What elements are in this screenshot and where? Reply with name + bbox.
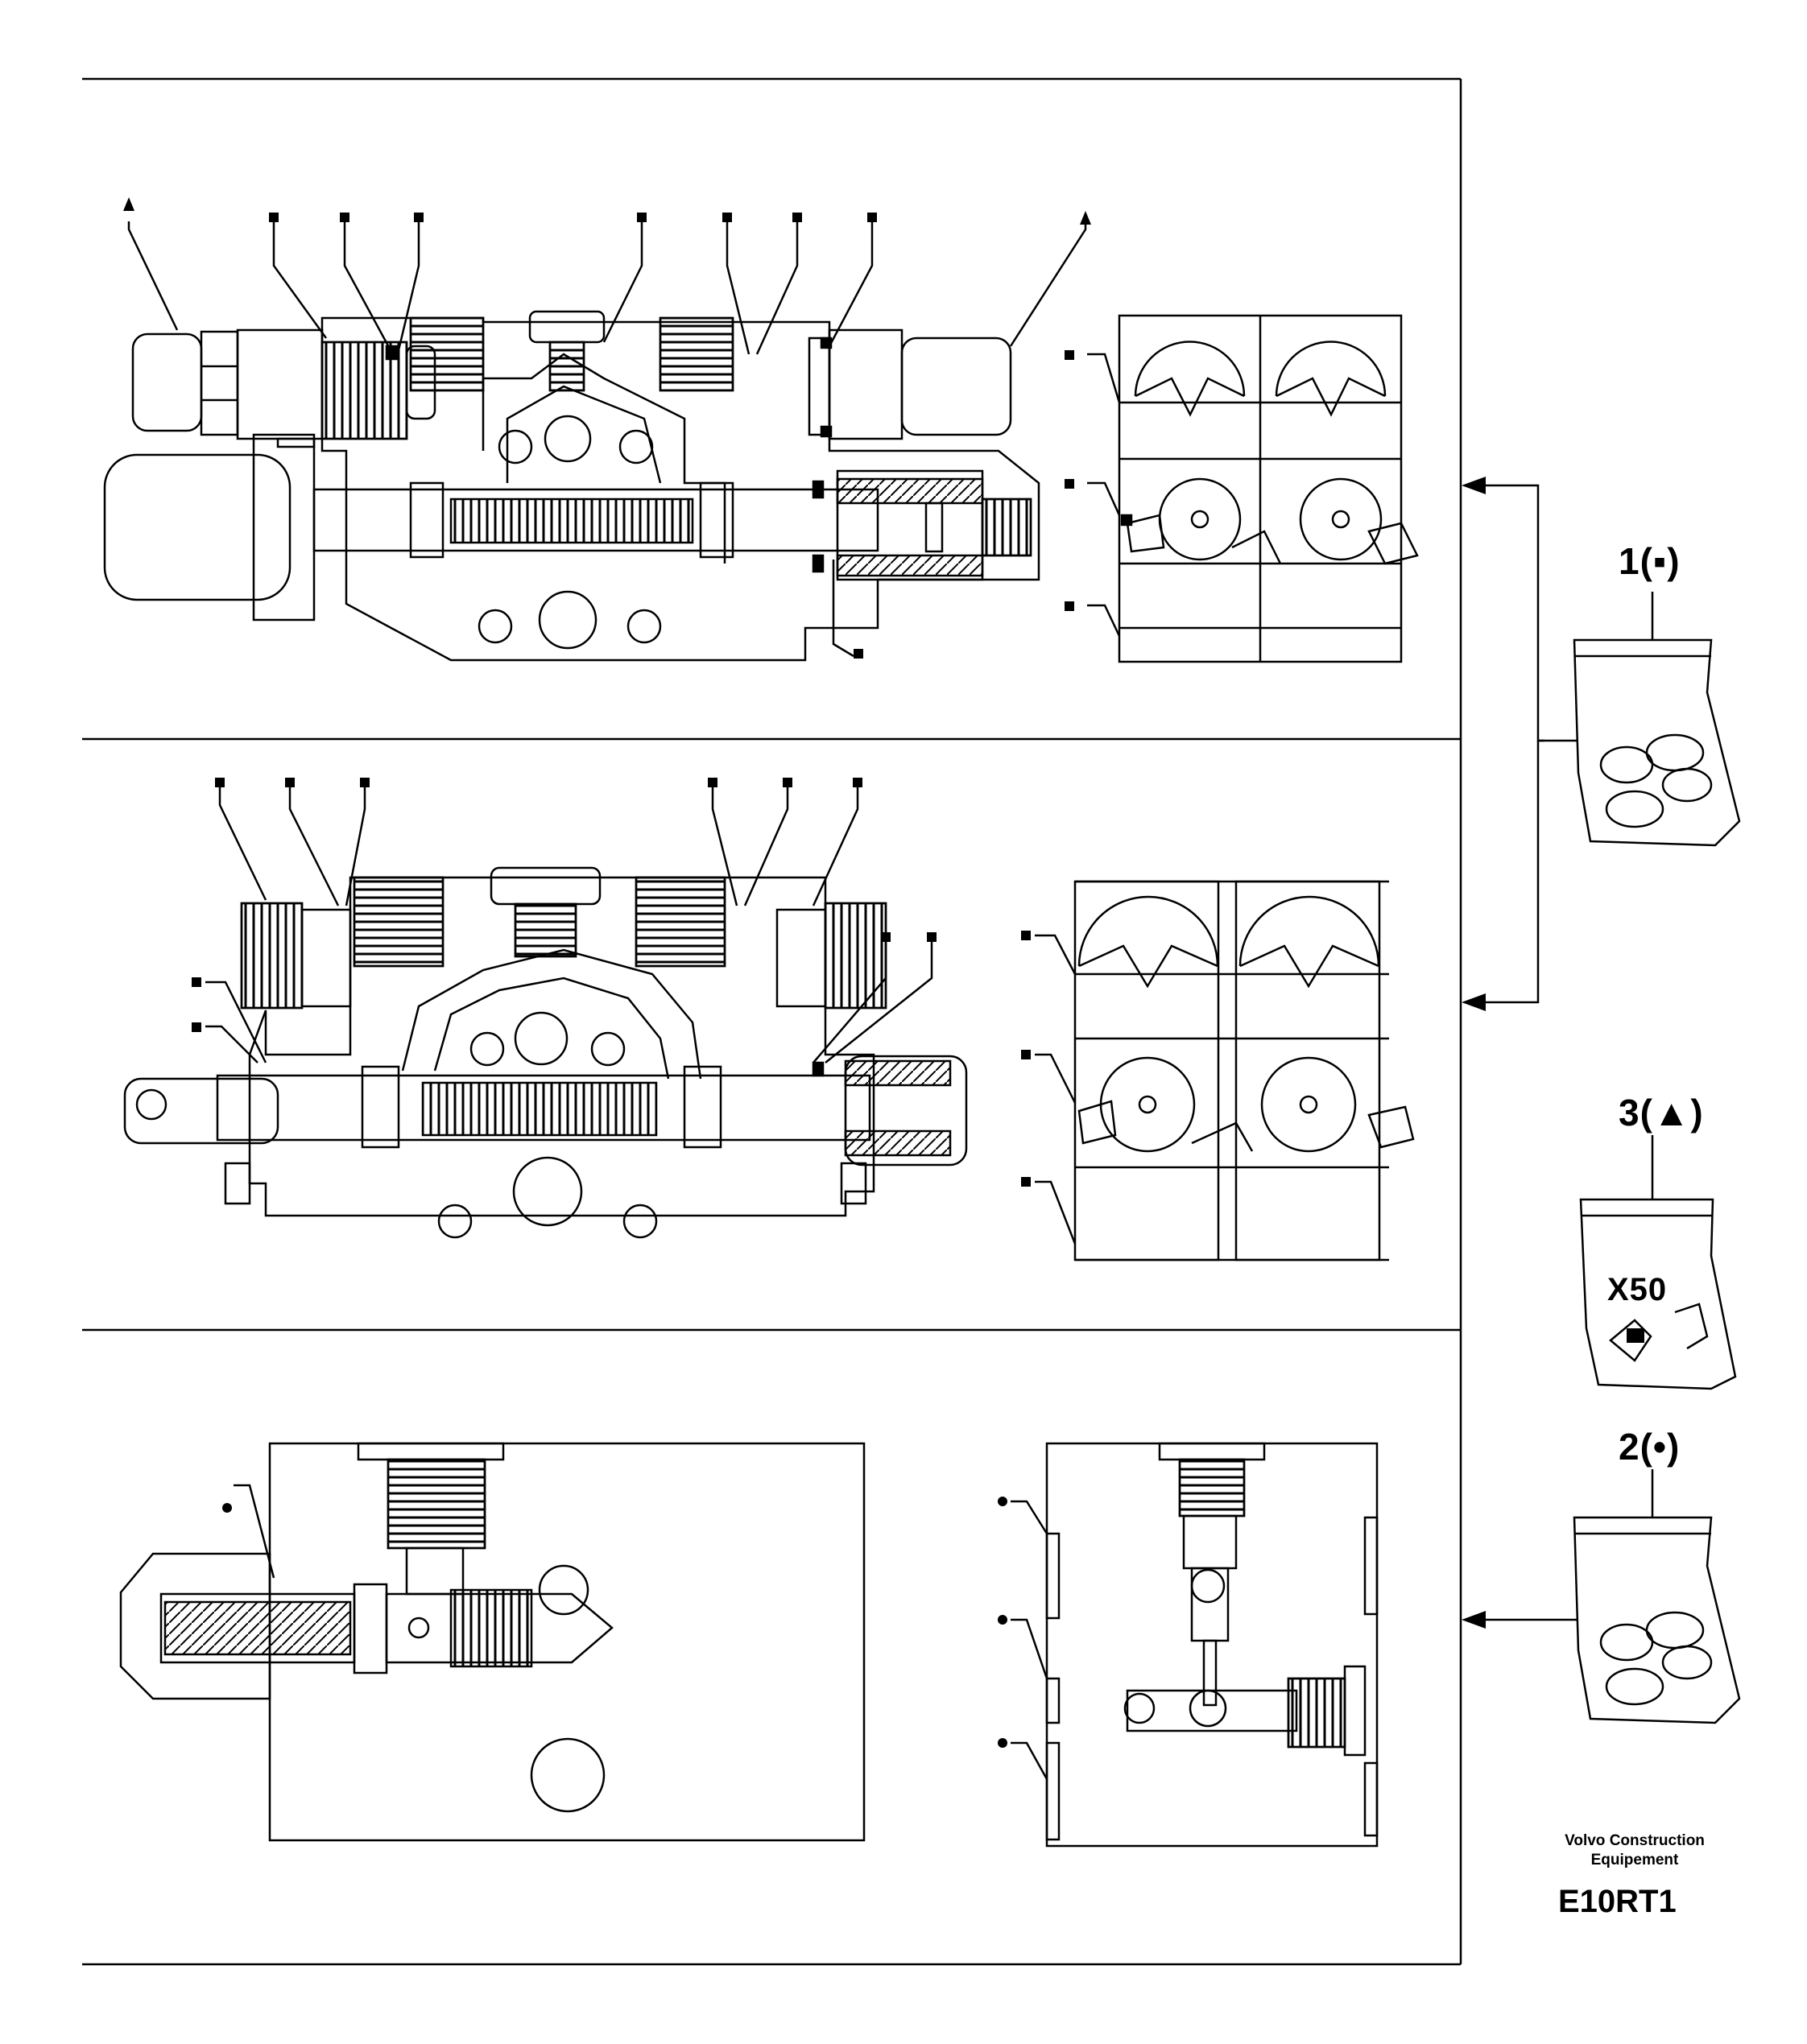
kit-1-label: 1(▪): [1619, 540, 1681, 582]
seal-kit-bag-1: [1573, 592, 1741, 847]
drawing-code: E10RT1: [1558, 1884, 1677, 1919]
footer-brand: Volvo Construction Equipement: [1530, 1831, 1739, 1870]
clip-kit-bag-3: [1579, 1135, 1737, 1390]
footer-brand-line1: Volvo Construction: [1565, 1832, 1705, 1849]
valve-section-2: [123, 787, 968, 1239]
seal-kit-bag-2: [1573, 1469, 1741, 1724]
kit-3-label: 3(▲): [1619, 1092, 1704, 1133]
diagram-frame: [82, 77, 1462, 1966]
valve-section-3: [119, 1442, 866, 1842]
valve-section-1: [103, 221, 1087, 662]
kit-2-label: 2(•): [1619, 1426, 1681, 1468]
seal-detail-1: [1087, 314, 1419, 663]
kit-1-connector: [1482, 484, 1578, 1004]
check-valve-detail: [1011, 1442, 1379, 1848]
kit-3-quantity: X50: [1607, 1272, 1668, 1307]
seal-detail-2: [1035, 880, 1415, 1261]
footer-brand-line2: Equipement: [1590, 1852, 1679, 1869]
callout-markers: [123, 197, 1644, 1748]
